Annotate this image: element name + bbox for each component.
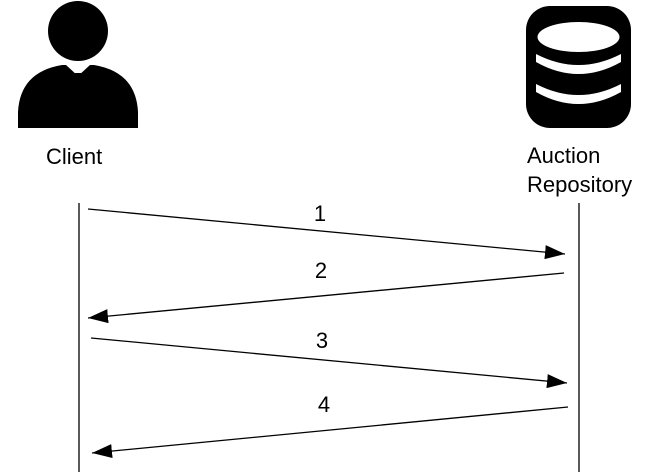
repository-label-line2: Repository: [527, 172, 632, 197]
repository-label-line1: Auction: [527, 143, 600, 168]
message-4-label: 4: [318, 392, 330, 417]
message-1-label: 1: [314, 201, 326, 226]
database-icon: [526, 6, 631, 128]
message-3-label: 3: [316, 328, 328, 353]
client-label: Client: [46, 144, 102, 169]
message-4-arrow: [91, 406, 569, 459]
message-2-arrow: [87, 272, 565, 324]
person-icon: [18, 1, 138, 128]
message-1-arrow: [87, 208, 566, 260]
message-2-label: 2: [315, 258, 327, 283]
message-3-arrow: [90, 337, 568, 389]
